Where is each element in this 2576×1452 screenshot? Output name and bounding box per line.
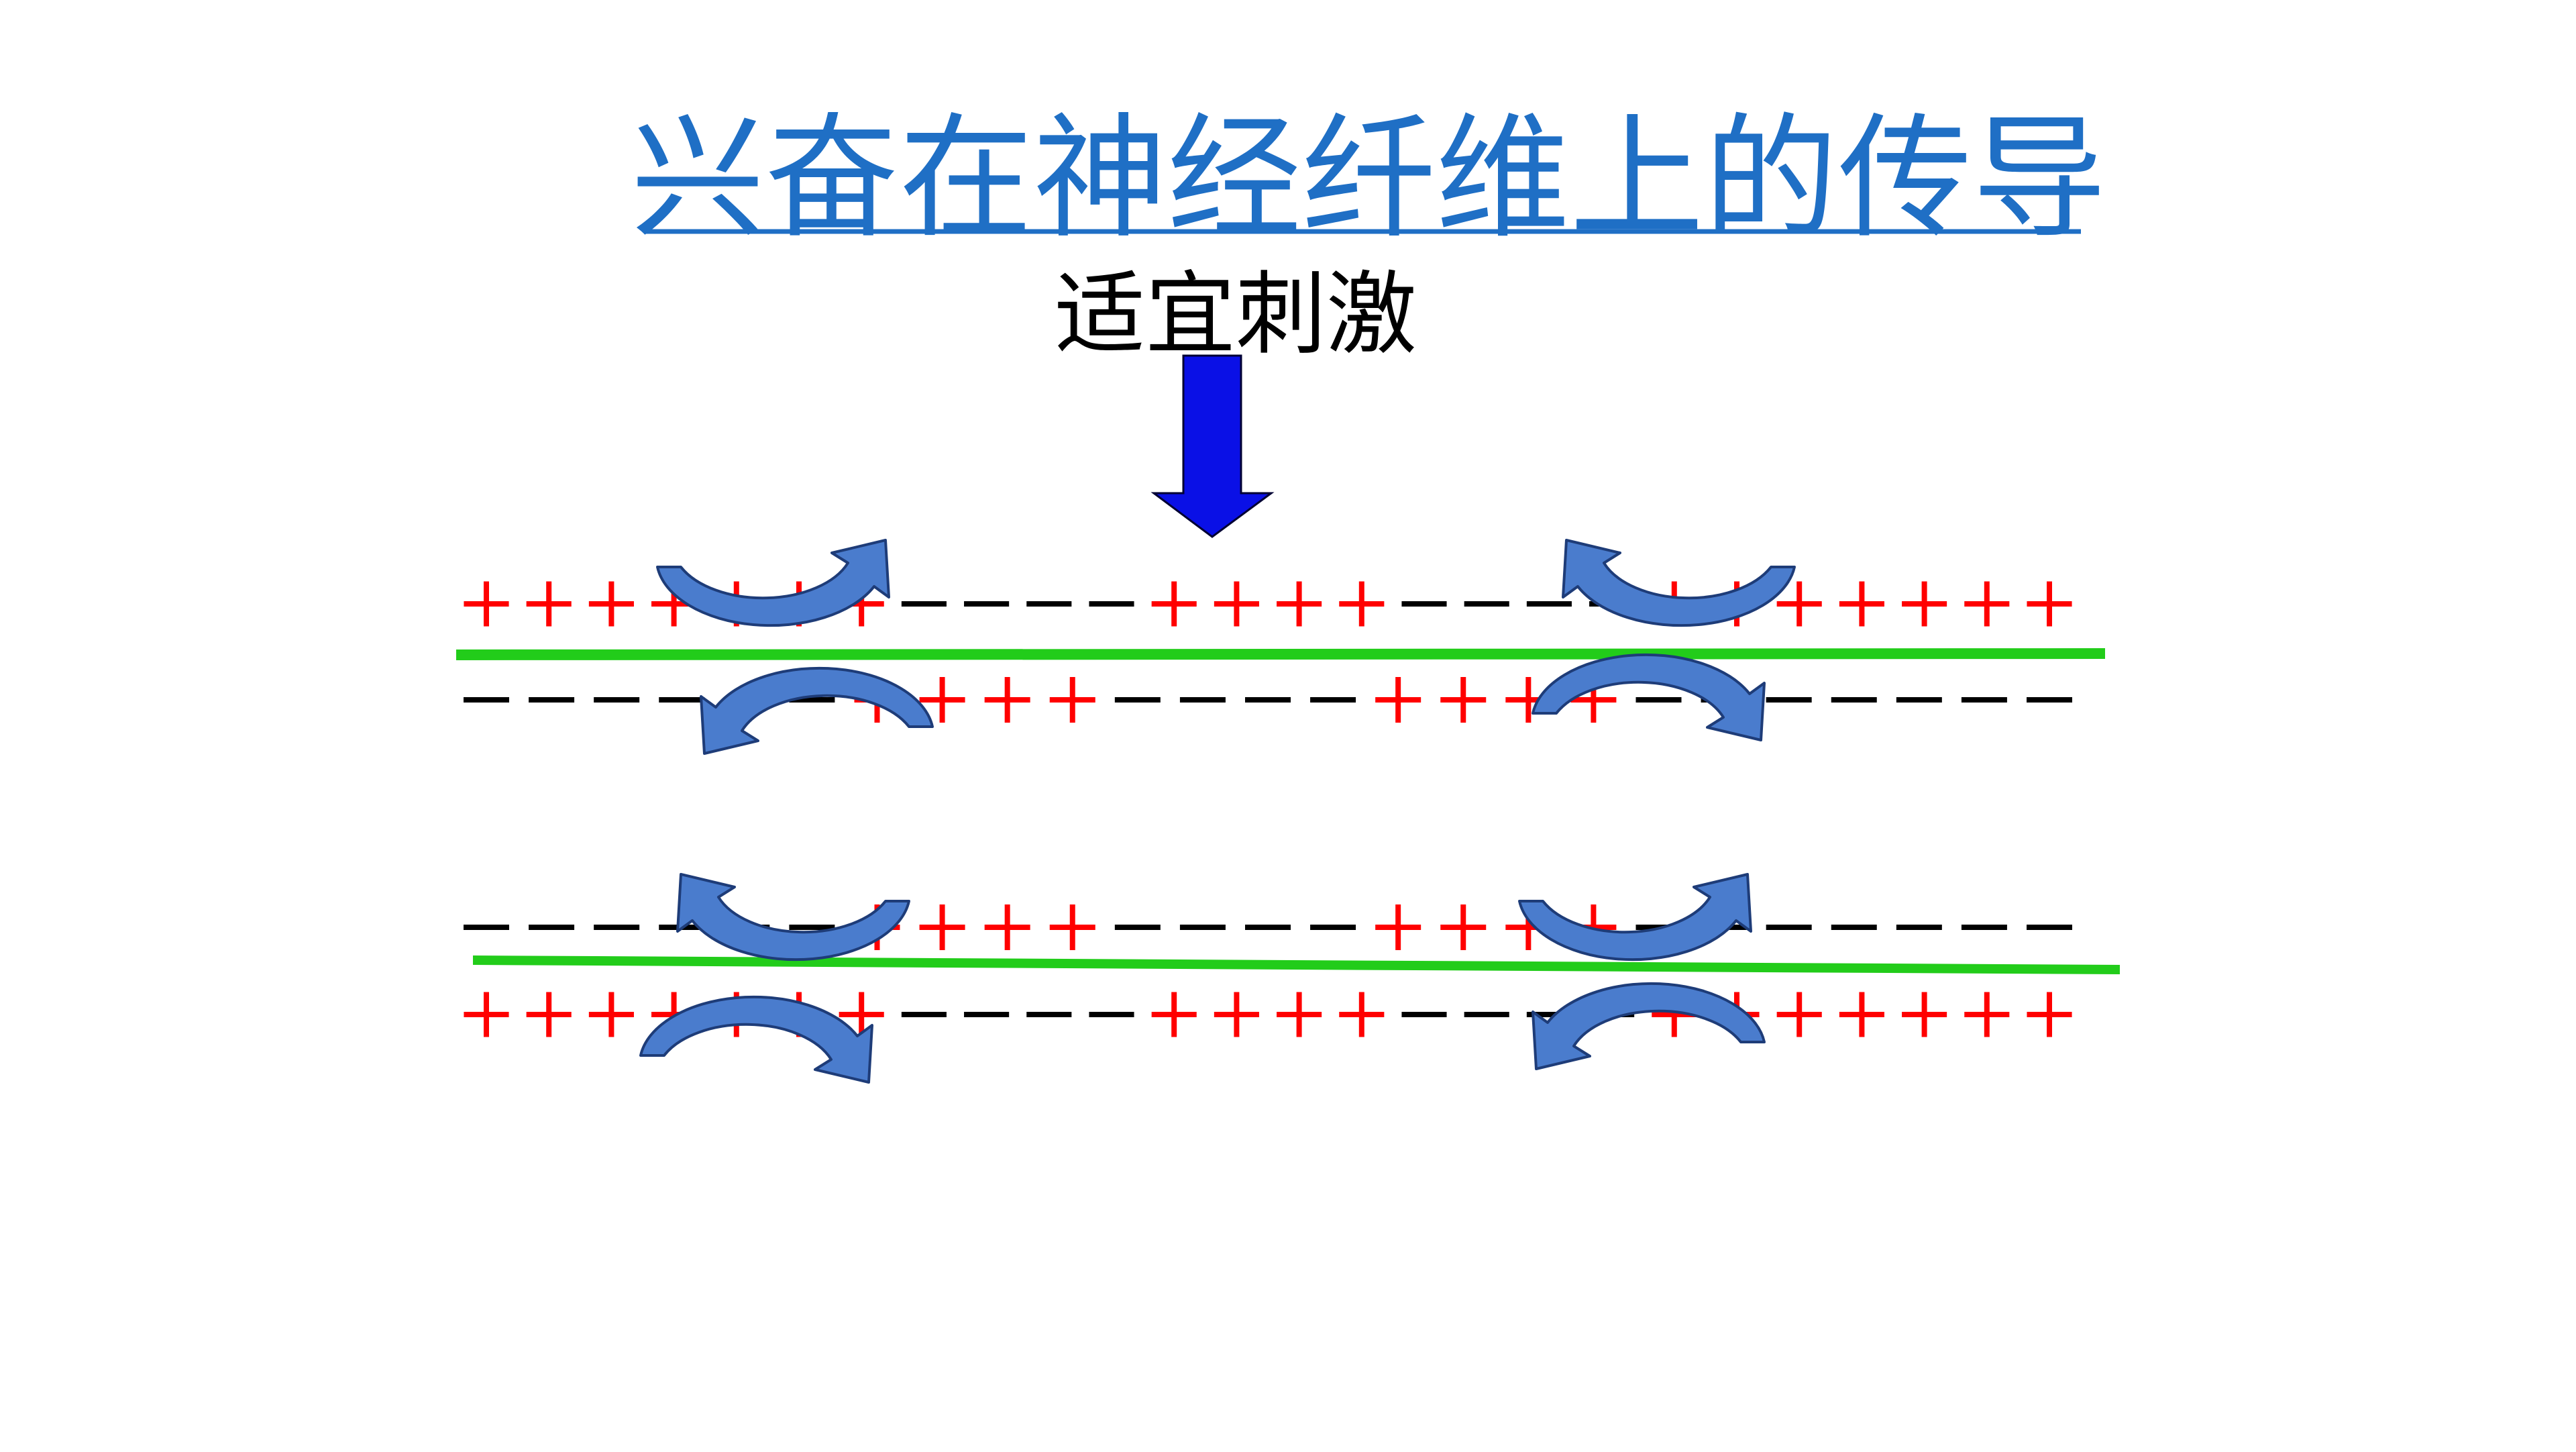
positive-charge — [526, 992, 572, 1037]
positive-charge — [2027, 581, 2072, 627]
positive-charge — [839, 992, 884, 1037]
positive-charge — [464, 992, 509, 1037]
top-inner-charge-row — [464, 677, 2072, 723]
curved-arrow-icon — [1532, 653, 1766, 741]
positive-charge — [1277, 581, 1322, 627]
positive-charge — [1440, 904, 1487, 950]
positive-charge — [1375, 677, 1421, 723]
bottom-membrane — [473, 955, 2120, 974]
positive-charge — [1214, 992, 1259, 1037]
positive-charge — [1049, 677, 1095, 723]
positive-charge — [1440, 677, 1487, 723]
positive-charge — [1375, 904, 1421, 950]
curved-arrow-icon — [1562, 539, 1796, 627]
positive-charge — [919, 904, 965, 950]
curved-arrow-icon — [700, 666, 934, 755]
positive-charge — [1902, 581, 1947, 627]
positive-charge — [1339, 992, 1385, 1037]
positive-charge — [1214, 581, 1259, 627]
positive-charge — [984, 677, 1030, 723]
positive-charge — [2027, 992, 2072, 1037]
positive-charge — [588, 581, 634, 627]
local-current-arrows — [639, 539, 1796, 1084]
positive-charge — [1902, 992, 1947, 1037]
positive-charge — [1776, 992, 1822, 1037]
positive-charge — [1339, 581, 1385, 627]
positive-charge — [984, 904, 1030, 950]
positive-charge — [1151, 992, 1197, 1037]
positive-charge — [1964, 992, 2010, 1037]
curved-arrow-icon — [676, 873, 910, 962]
stimulus-label: 适宜刺激 — [1055, 262, 1417, 367]
positive-charge — [1049, 904, 1095, 950]
positive-charge — [1776, 581, 1822, 627]
positive-charge — [1964, 581, 2010, 627]
curved-arrow-icon — [656, 539, 890, 627]
curved-arrow-icon — [639, 995, 873, 1084]
curved-arrow-icon — [1518, 873, 1752, 962]
curved-arrow-icon — [1532, 982, 1766, 1070]
positive-charge — [526, 581, 572, 627]
positive-charge — [464, 581, 509, 627]
positive-charge — [1151, 581, 1197, 627]
top-membrane — [456, 648, 2105, 660]
positive-charge — [919, 677, 965, 723]
positive-charge — [1277, 992, 1322, 1037]
positive-charge — [1839, 992, 1884, 1037]
positive-charge — [588, 992, 634, 1037]
stimulus-down-arrow-icon — [1150, 354, 1275, 538]
positive-charge — [1839, 581, 1884, 627]
